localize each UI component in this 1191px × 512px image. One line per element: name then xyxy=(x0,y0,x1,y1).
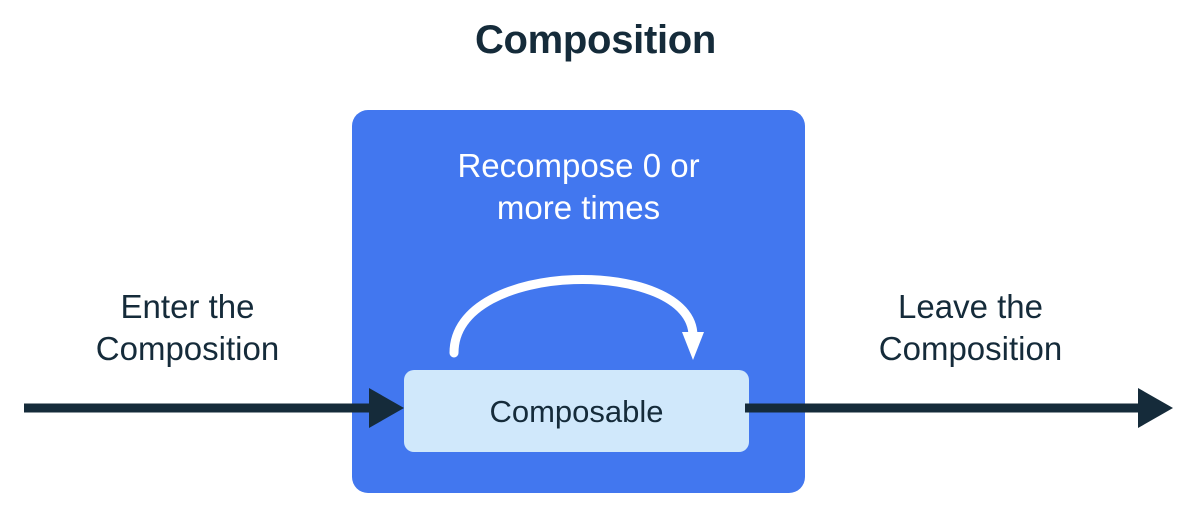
enter-composition-arrow xyxy=(24,388,404,428)
leave-composition-arrow xyxy=(745,388,1173,428)
leave-caption-line-2: Composition xyxy=(878,329,1063,367)
recompose-label-line-1: Recompose 0 or xyxy=(457,147,700,184)
enter-caption-line-2: Composition xyxy=(95,329,280,367)
leave-composition-caption: Leave the Composition xyxy=(828,286,1113,370)
composable-node-label: Composable xyxy=(489,393,664,429)
composable-node[interactable]: Composable xyxy=(404,370,749,452)
leave-caption-line-1: Leave the xyxy=(898,288,1043,325)
page-title: Composition xyxy=(474,18,717,62)
recompose-label-line-2: more times xyxy=(496,188,661,226)
enter-composition-caption: Enter the Composition xyxy=(45,286,330,370)
enter-caption-line-1: Enter the xyxy=(120,288,255,325)
recompose-label: Recompose 0 or more times xyxy=(352,145,805,229)
